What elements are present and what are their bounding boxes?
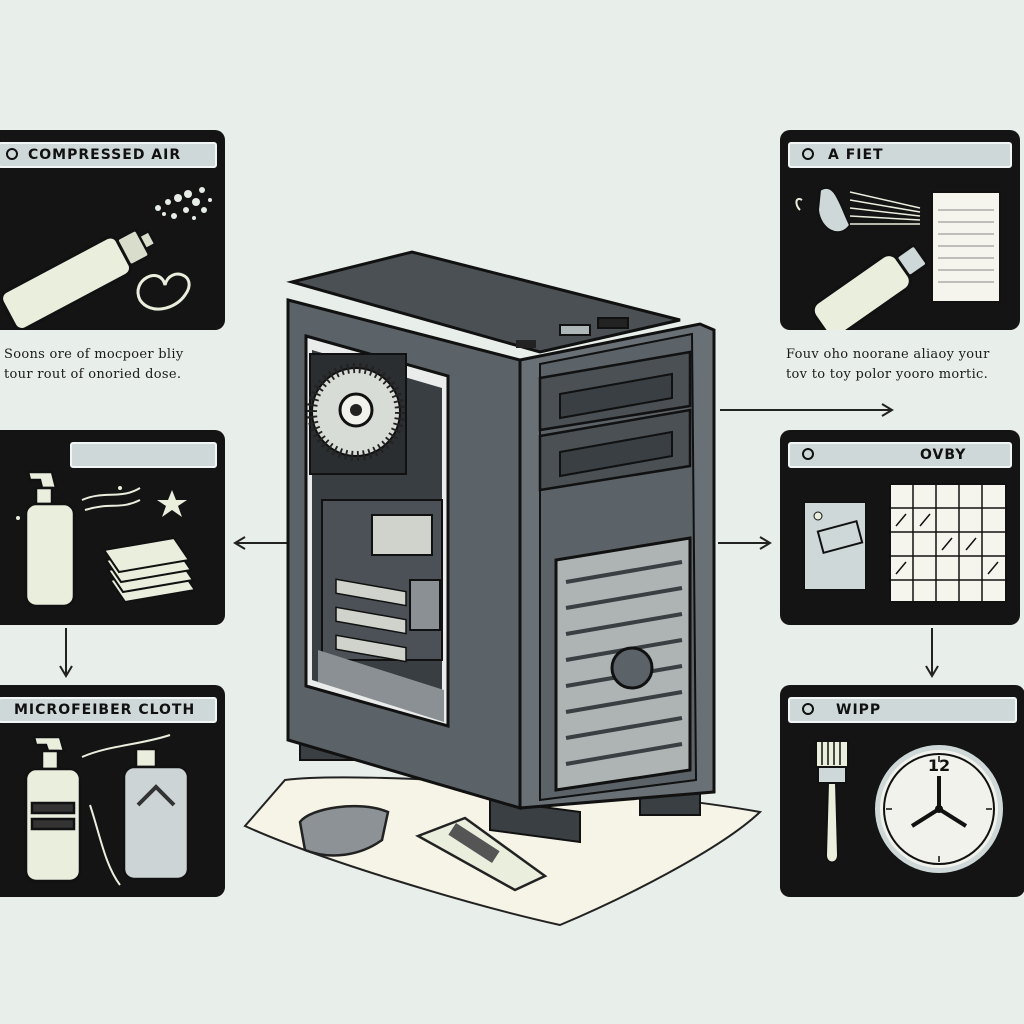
panel-compressed-air: COMPRESSED AIR	[0, 130, 225, 330]
panel-title: WIPP	[836, 702, 882, 718]
panel-cleaning-spray	[0, 430, 225, 625]
calendar-and-note-icon	[803, 483, 1007, 603]
panel-microfiber-cloth: MICROFEIBER CLOTH	[0, 685, 225, 897]
panel-header	[70, 442, 217, 468]
panel-title: MICROFEIBER CLOTH	[14, 702, 196, 718]
compressed-air-can-icon	[0, 187, 212, 330]
cleaner-bottles-icon	[24, 734, 190, 886]
panel-header: OVBY	[788, 442, 1012, 468]
left-caption-line-1: Soons ore of mocpoer bliy	[4, 347, 184, 362]
wall-clock: 12	[875, 745, 1003, 873]
panel-title: A FIET	[828, 147, 884, 163]
header-dot-icon	[802, 703, 814, 715]
left-caption: Soons ore of mocpoer bliy tour rout of o…	[4, 345, 183, 385]
header-dot-icon	[6, 148, 18, 160]
clock-hands-icon	[883, 753, 995, 865]
panel-header: MICROFEIBER CLOTH	[0, 697, 217, 723]
panel-header: WIPP	[788, 697, 1017, 723]
spray-bottle-and-cloths-icon	[16, 470, 197, 608]
panel-header: A FIET	[788, 142, 1012, 168]
expansion-cards	[335, 578, 407, 663]
panel-title: COMPRESSED AIR	[28, 147, 182, 163]
right-caption-line-1: Fouv oho noorane aliaoy your	[786, 347, 990, 362]
header-dot-icon	[802, 448, 814, 460]
folded-cloth	[298, 804, 390, 857]
left-caption-line-2: tour rout of onoried dose.	[4, 367, 182, 382]
panel-header: COMPRESSED AIR	[0, 142, 217, 168]
panel-fiet: A FIET	[780, 130, 1020, 330]
spray-and-notepad-icon	[795, 186, 1001, 330]
panel-title: OVBY	[920, 447, 967, 463]
clock-number: 12	[927, 756, 951, 775]
power-button	[610, 646, 654, 690]
header-dot-icon	[802, 148, 814, 160]
panel-schedule: OVBY	[780, 430, 1020, 625]
panel-wipe: WIPP 12	[780, 685, 1024, 897]
right-caption: Fouv oho noorane aliaoy your tov to toy …	[786, 345, 990, 385]
brush-icon	[815, 740, 849, 864]
right-caption-line-2: tov to toy polor yooro mortic.	[786, 367, 989, 382]
